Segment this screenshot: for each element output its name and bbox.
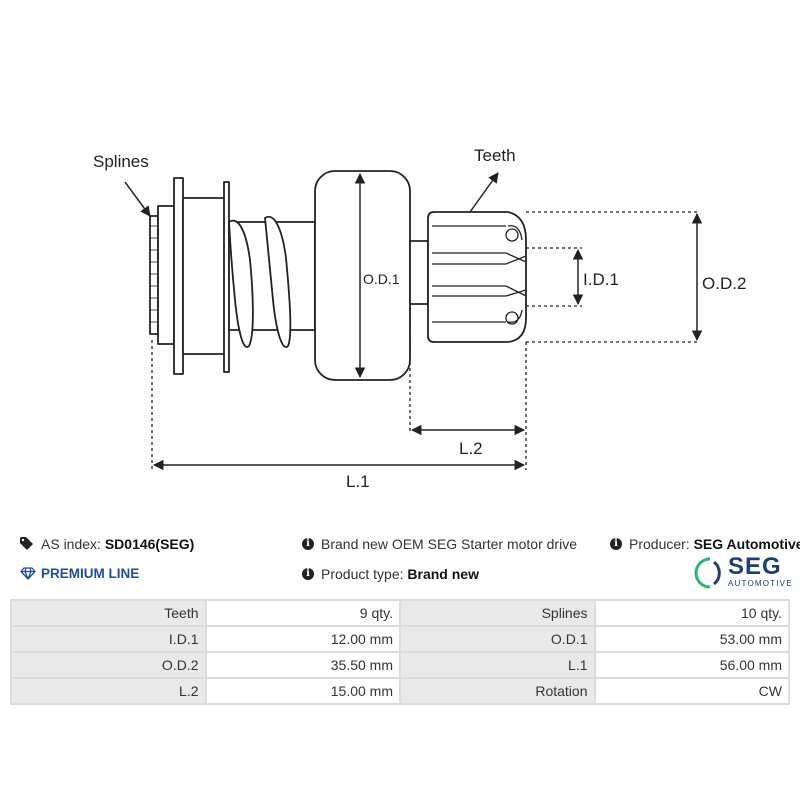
spec-value: CW [595, 679, 788, 703]
spec-label: Teeth [12, 601, 205, 625]
splines-leader [124, 181, 151, 217]
flange [173, 177, 184, 375]
as-index-value: SD0146(SEG) [104, 536, 195, 552]
l2-label: L.2 [459, 439, 483, 458]
od1-label: O.D.1 [363, 271, 400, 287]
premium-line: PREMIUM LINE [20, 566, 139, 581]
premium-line-text: PREMIUM LINE [41, 566, 140, 581]
table-row: O.D.2 35.50 mm L.1 56.00 mm [12, 653, 788, 677]
diamond-icon [20, 567, 36, 580]
description-text: Brand new OEM SEG Starter motor drive [321, 536, 577, 552]
seg-logo-mark [694, 557, 721, 589]
l1-label: L.1 [346, 472, 370, 491]
product-type-value: Brand new [407, 566, 479, 582]
as-index-label: AS index: [41, 536, 101, 552]
spec-label: I.D.1 [12, 627, 205, 651]
tag-icon [20, 537, 33, 550]
producer-value: SEG Automotive [693, 536, 800, 552]
producer-label: Producer: [629, 536, 690, 552]
info-icon: i [302, 568, 314, 580]
spec-value: 35.50 mm [206, 653, 399, 677]
table-row: I.D.1 12.00 mm O.D.1 53.00 mm [12, 627, 788, 651]
description: i Brand new OEM SEG Starter motor drive [302, 536, 577, 552]
spec-value: 12.00 mm [206, 627, 399, 651]
spec-label: O.D.2 [12, 653, 205, 677]
info-icon: i [610, 538, 622, 550]
spec-value: 53.00 mm [595, 627, 788, 651]
splines-label: Splines [93, 152, 149, 171]
product-type: i Product type: Brand new [302, 566, 479, 582]
teeth-leader [469, 172, 499, 213]
spring [228, 215, 292, 348]
producer: i Producer: SEG Automotive [610, 536, 800, 552]
spec-value: 15.00 mm [206, 679, 399, 703]
clutch-body [182, 197, 226, 355]
technical-drawing: Splines Teeth O.D.1 I.D.1 O.D.2 L.2 L.1 [93, 146, 746, 491]
as-index: AS index: SD0146(SEG) [20, 536, 194, 552]
spec-label: O.D.1 [401, 627, 594, 651]
id1-label: I.D.1 [583, 270, 619, 289]
specs-table: Teeth 9 qty. Splines 10 qty. I.D.1 12.00… [10, 599, 790, 705]
spec-value: 9 qty. [206, 601, 399, 625]
seg-logo-text: SEG [728, 553, 782, 580]
spec-value: 10 qty. [595, 601, 788, 625]
table-row: Teeth 9 qty. Splines 10 qty. [12, 601, 788, 625]
info-icon: i [302, 538, 314, 550]
od2-label: O.D.2 [702, 274, 746, 293]
spec-value: 56.00 mm [595, 653, 788, 677]
spec-label: L.2 [12, 679, 205, 703]
seg-logo-subtext: AUTOMOTIVE [728, 579, 793, 588]
spec-label: L.1 [401, 653, 594, 677]
teeth-label: Teeth [474, 146, 516, 165]
spec-label: Rotation [401, 679, 594, 703]
spec-label: Splines [401, 601, 594, 625]
product-type-label: Product type: [321, 566, 404, 582]
spline-end [149, 215, 159, 335]
pinion-gear [427, 211, 527, 343]
seg-logo: SEG AUTOMOTIVE [690, 553, 794, 592]
table-row: L.2 15.00 mm Rotation CW [12, 679, 788, 703]
